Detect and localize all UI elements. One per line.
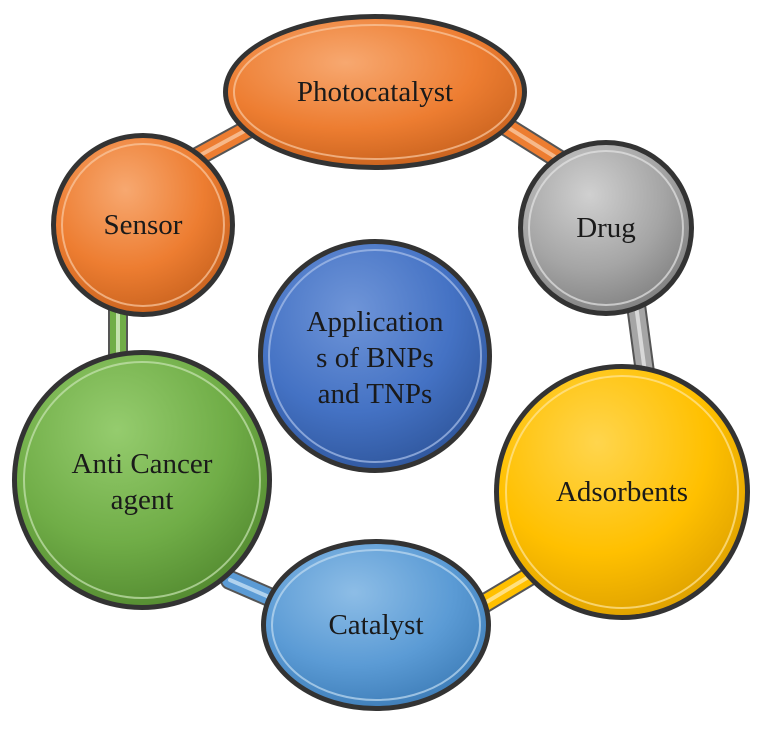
node-adsorbents [494, 364, 750, 620]
node-photocatalyst [223, 14, 527, 170]
node-drug [518, 140, 694, 316]
connector-sensor-photocatalyst [185, 118, 260, 168]
node-center [258, 239, 492, 473]
node-catalyst [261, 539, 491, 711]
node-anticancer [12, 350, 272, 610]
node-sensor [51, 133, 235, 317]
